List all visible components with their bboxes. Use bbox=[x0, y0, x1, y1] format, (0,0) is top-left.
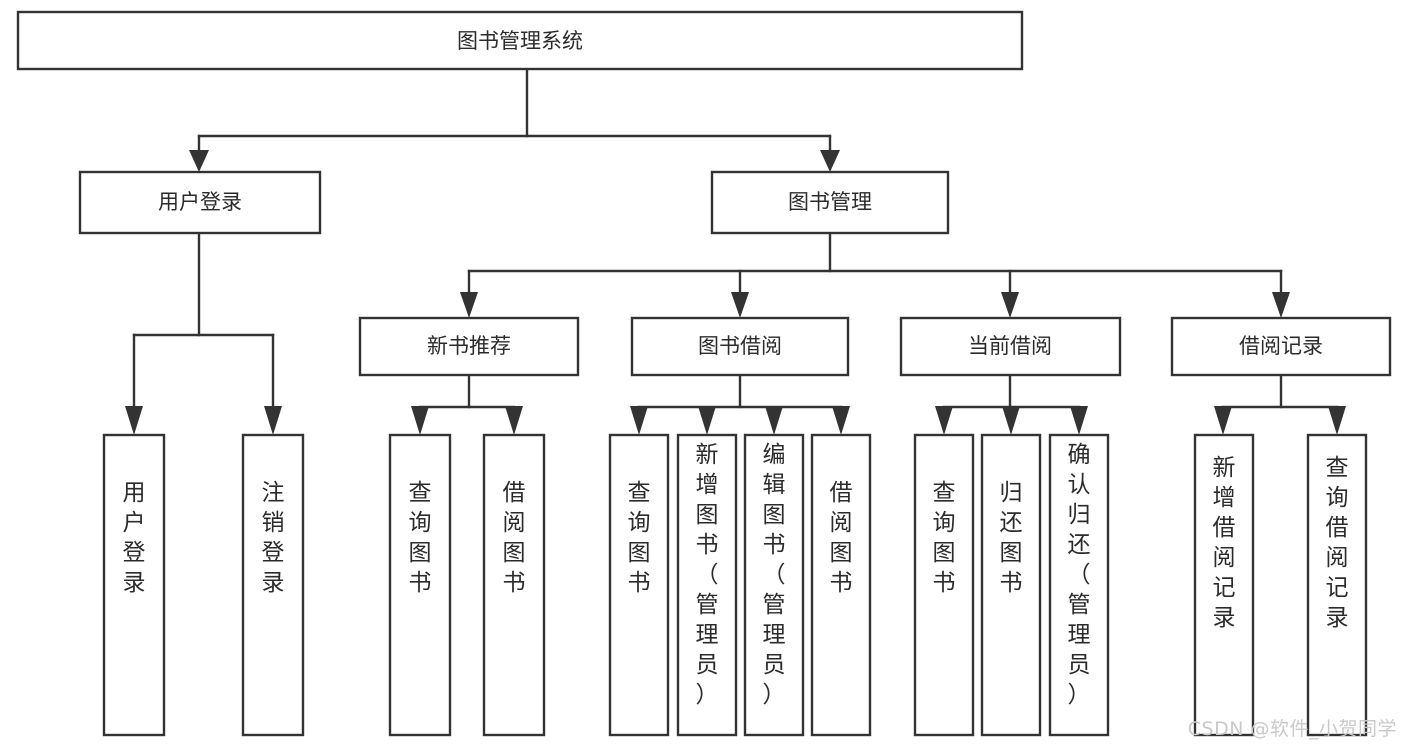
node-leaf-borrow-book-1-box[interactable] bbox=[482, 433, 546, 737]
node-leaf-return-book[interactable]: 归还图书 bbox=[980, 433, 1042, 737]
node-borrow-record-label: 借阅记录 bbox=[1239, 334, 1323, 358]
node-book-manage-box[interactable] bbox=[710, 170, 950, 235]
node-leaf-borrow-book-2-box[interactable] bbox=[810, 433, 872, 737]
node-leaf-query-book-1-box[interactable] bbox=[388, 433, 452, 737]
node-leaf-query-book-3-label: 查询图书 bbox=[933, 480, 956, 596]
connector-group-book-borrow bbox=[630, 373, 850, 435]
node-user-login[interactable]: 用户登录 bbox=[78, 170, 322, 235]
arrow-head-leaf-user-login bbox=[125, 406, 143, 435]
node-new-book-recommend[interactable]: 新书推荐 bbox=[358, 316, 580, 377]
arrow-head-leaf-borrow-book-1 bbox=[505, 406, 523, 435]
arrow-head-user-login bbox=[189, 150, 209, 172]
arrow-head-borrow-record bbox=[1272, 292, 1290, 318]
node-book-manage[interactable]: 图书管理 bbox=[710, 170, 950, 235]
node-borrow-record-box[interactable] bbox=[1170, 316, 1392, 377]
node-leaf-user-login-label: 用户登录 bbox=[123, 480, 146, 596]
arrow-head-leaf-query-book-3 bbox=[935, 406, 953, 435]
arrow-head-leaf-return-book bbox=[1002, 406, 1020, 435]
node-book-borrow-box[interactable] bbox=[630, 316, 850, 377]
node-current-borrow-box[interactable] bbox=[899, 316, 1122, 377]
node-root[interactable]: 图书管理系统 bbox=[16, 10, 1024, 71]
node-leaf-edit-book-label: 编辑图书（管理员） bbox=[763, 442, 786, 708]
node-leaf-query-book-2[interactable]: 查询图书 bbox=[608, 433, 670, 737]
arrow-head-leaf-query-record bbox=[1328, 406, 1346, 435]
node-leaf-confirm-return-label: 确认归还（管理员） bbox=[1068, 442, 1091, 708]
connector-group-user-login bbox=[125, 231, 282, 435]
node-leaf-add-book-box[interactable] bbox=[676, 433, 738, 737]
node-book-borrow-label: 图书借阅 bbox=[698, 334, 782, 358]
node-leaf-query-record-label: 查询借阅记录 bbox=[1326, 455, 1349, 631]
node-new-book-recommend-box[interactable] bbox=[358, 316, 580, 377]
node-leaf-query-book-3[interactable]: 查询图书 bbox=[913, 433, 975, 737]
node-current-borrow-label: 当前借阅 bbox=[968, 334, 1052, 358]
node-leaf-edit-book-box[interactable] bbox=[743, 433, 805, 737]
node-new-book-recommend-label: 新书推荐 bbox=[427, 334, 511, 358]
node-leaf-return-book-box[interactable] bbox=[980, 433, 1042, 737]
node-leaf-query-record-box[interactable] bbox=[1306, 433, 1368, 737]
connector-group-book-manage bbox=[460, 231, 1290, 318]
node-leaf-confirm-return[interactable]: 确认归还（管理员） bbox=[1048, 433, 1110, 737]
arrow-head-leaf-add-book bbox=[698, 406, 716, 435]
node-leaf-borrow-book-1-label: 借阅图书 bbox=[503, 480, 526, 596]
connector-group-root bbox=[189, 67, 840, 172]
node-leaf-logout-login-label: 注销登录 bbox=[262, 480, 285, 596]
arrow-head-leaf-logout-login bbox=[264, 406, 282, 435]
connector-group-current-borrow bbox=[935, 373, 1088, 435]
node-leaf-add-record-label: 新增借阅记录 bbox=[1213, 455, 1236, 631]
node-leaf-query-book-2-box[interactable] bbox=[608, 433, 670, 737]
node-current-borrow[interactable]: 当前借阅 bbox=[899, 316, 1122, 377]
node-leaf-borrow-book-1[interactable]: 借阅图书 bbox=[482, 433, 546, 737]
node-leaf-borrow-book-2-label: 借阅图书 bbox=[830, 480, 853, 596]
connector-group-new-book-recommend bbox=[411, 373, 523, 435]
arrow-head-leaf-query-book-2 bbox=[630, 406, 648, 435]
node-root-box[interactable] bbox=[16, 10, 1024, 71]
node-borrow-record[interactable]: 借阅记录 bbox=[1170, 316, 1392, 377]
arrow-head-leaf-add-record bbox=[1214, 406, 1232, 435]
node-leaf-borrow-book-2[interactable]: 借阅图书 bbox=[810, 433, 872, 737]
node-leaf-add-record[interactable]: 新增借阅记录 bbox=[1193, 433, 1255, 737]
node-book-borrow[interactable]: 图书借阅 bbox=[630, 316, 850, 377]
node-leaf-query-book-2-label: 查询图书 bbox=[628, 480, 651, 596]
node-leaf-query-book-1[interactable]: 查询图书 bbox=[388, 433, 452, 737]
node-leaf-user-login[interactable]: 用户登录 bbox=[102, 433, 166, 737]
node-leaf-query-book-1-label: 查询图书 bbox=[409, 480, 432, 596]
node-leaf-confirm-return-box[interactable] bbox=[1048, 433, 1110, 737]
arrow-head-book-manage bbox=[820, 150, 840, 172]
arrow-head-current-borrow bbox=[1001, 292, 1019, 318]
node-leaf-add-book[interactable]: 新增图书（管理员） bbox=[676, 433, 738, 737]
node-leaf-query-record[interactable]: 查询借阅记录 bbox=[1306, 433, 1368, 737]
arrow-head-leaf-edit-book bbox=[765, 406, 783, 435]
node-leaf-user-login-box[interactable] bbox=[102, 433, 166, 737]
node-leaf-return-book-label: 归还图书 bbox=[1000, 480, 1023, 596]
node-leaf-query-book-3-box[interactable] bbox=[913, 433, 975, 737]
node-leaf-add-record-box[interactable] bbox=[1193, 433, 1255, 737]
arrow-head-book-borrow bbox=[731, 292, 749, 318]
arrow-head-leaf-query-book-1 bbox=[411, 406, 429, 435]
node-leaf-add-book-label: 新增图书（管理员） bbox=[696, 442, 719, 708]
node-leaf-logout-login-box[interactable] bbox=[241, 433, 305, 737]
node-user-login-box[interactable] bbox=[78, 170, 322, 235]
arrow-head-leaf-confirm-return bbox=[1070, 406, 1088, 435]
connector-group-borrow-record bbox=[1214, 373, 1346, 435]
node-leaf-logout-login[interactable]: 注销登录 bbox=[241, 433, 305, 737]
arrow-head-leaf-borrow-book-2 bbox=[832, 406, 850, 435]
node-root-label: 图书管理系统 bbox=[457, 29, 583, 53]
node-user-login-label: 用户登录 bbox=[158, 190, 242, 214]
node-book-manage-label: 图书管理 bbox=[788, 190, 872, 214]
node-leaf-edit-book[interactable]: 编辑图书（管理员） bbox=[743, 433, 805, 737]
arrow-head-new-book-recommend bbox=[460, 292, 478, 318]
